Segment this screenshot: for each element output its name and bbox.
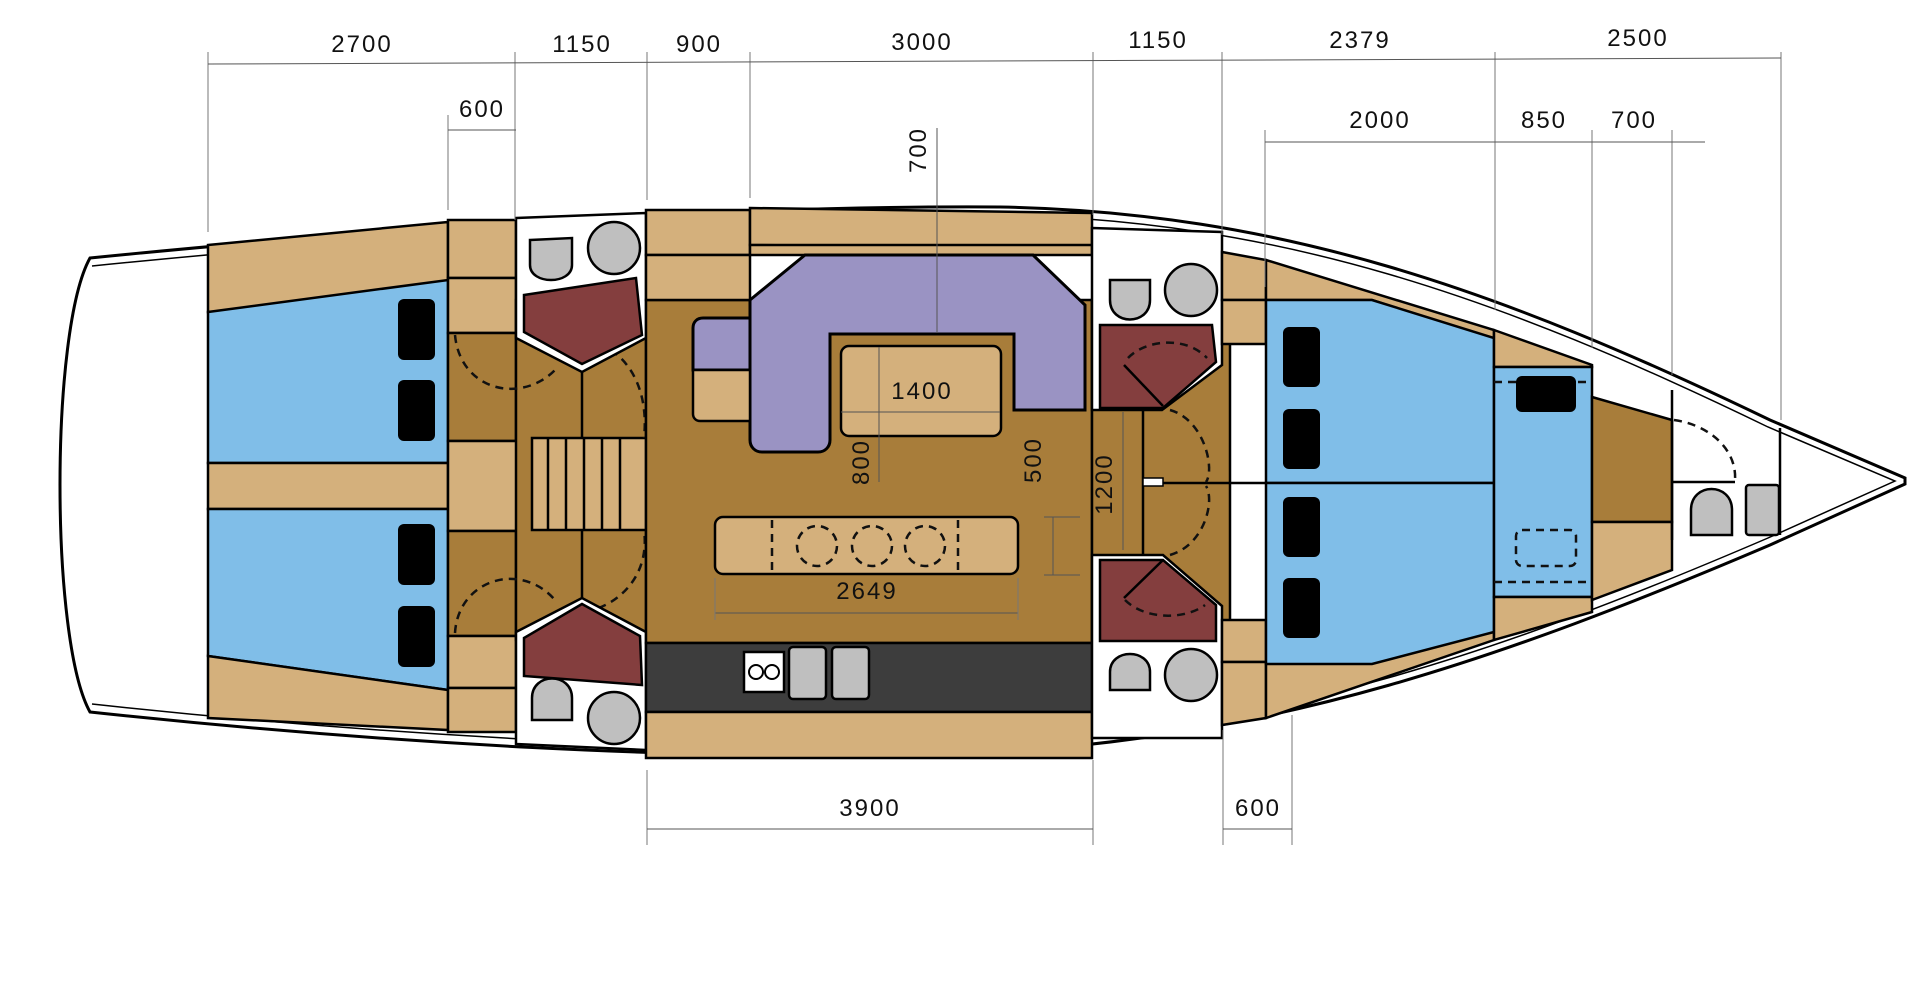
saloon-bench[interactable] — [713, 515, 1020, 576]
stool-icon — [903, 524, 947, 568]
bow-locker — [1590, 395, 1674, 602]
dim-bench-length: 2649 — [836, 578, 897, 605]
dim-bow-head: 700 — [1611, 107, 1657, 134]
burner-icon — [764, 664, 780, 680]
forward-port-cabin — [1264, 298, 1496, 485]
dim-saloon-length: 3000 — [891, 29, 952, 56]
shower-tray — [1098, 558, 1218, 643]
sink-icon — [586, 690, 642, 746]
sink-icon — [830, 645, 871, 701]
forward-starboard-head — [1090, 553, 1224, 740]
burner-icon — [748, 664, 764, 680]
sink-icon — [787, 645, 828, 701]
dim-aft-cabin-length: 2700 — [331, 31, 392, 58]
pillow-icon — [398, 299, 435, 360]
pillow-icon — [398, 524, 435, 585]
saloon-sofa[interactable] — [691, 253, 1087, 454]
dimension-labels: 2700 1150 900 3000 1150 2379 2500 600 20… — [331, 25, 1668, 822]
dim-passage-width: 1200 — [1091, 453, 1118, 514]
sink-icon — [1163, 647, 1219, 703]
aft-starboard-cabin — [206, 507, 450, 732]
sink-icon — [1744, 483, 1781, 537]
crew-berth — [1492, 328, 1594, 642]
hatch-outline — [1514, 528, 1578, 568]
pillow-icon — [1283, 578, 1320, 638]
dim-forward-head-length: 1150 — [1128, 27, 1188, 54]
dim-forward-step: 600 — [1235, 795, 1281, 822]
door-swing-arcs-aft — [453, 334, 647, 634]
forward-port-head — [1090, 226, 1224, 412]
saloon-port-lockers — [644, 206, 1094, 302]
pillow-icon — [1283, 497, 1320, 557]
toilet-icon — [530, 677, 574, 722]
toilet-icon — [1108, 652, 1152, 692]
dim-bench-depth: 500 — [1020, 437, 1047, 483]
dimension-lines — [207, 52, 1782, 845]
aft-port-cabin — [206, 220, 450, 465]
toilet-icon — [1108, 278, 1152, 321]
galley — [644, 641, 1094, 760]
pillow-icon — [398, 606, 435, 667]
pillow-icon — [1283, 409, 1320, 469]
aft-port-head — [514, 211, 648, 374]
dim-bow-locker: 850 — [1521, 107, 1567, 134]
stool-icon — [850, 524, 894, 568]
pillow-icon — [1283, 327, 1320, 387]
sink-icon — [1163, 262, 1219, 318]
bow-head — [1670, 390, 1782, 540]
dim-table-width: 1400 — [891, 378, 952, 405]
dim-forward-cabin-length: 2379 — [1329, 27, 1390, 54]
sink-icon — [586, 220, 642, 276]
pillow-icon — [1516, 376, 1576, 412]
dim-aft-step: 600 — [459, 96, 505, 123]
dim-bow-length: 2500 — [1607, 25, 1668, 52]
shower-tray — [522, 276, 644, 366]
toilet-icon — [1689, 487, 1734, 537]
dim-sofa-depth: 700 — [905, 127, 932, 173]
toilet-icon — [528, 236, 574, 282]
aft-starboard-head — [514, 596, 648, 752]
pillow-icon — [398, 380, 435, 441]
dim-forward-berth: 2000 — [1349, 107, 1410, 134]
dim-aft-head-length: 1150 — [552, 31, 612, 58]
forward-starboard-cabin — [1264, 481, 1496, 666]
dim-companionway-length: 900 — [676, 31, 722, 58]
aft-berth-divider — [206, 461, 450, 511]
dim-table-depth: 800 — [848, 439, 875, 485]
stool-icon — [795, 524, 839, 568]
shower-tray — [522, 602, 644, 687]
door-latch — [1142, 477, 1164, 487]
dim-galley-length: 3900 — [839, 795, 900, 822]
saloon-table[interactable] — [839, 344, 1003, 438]
